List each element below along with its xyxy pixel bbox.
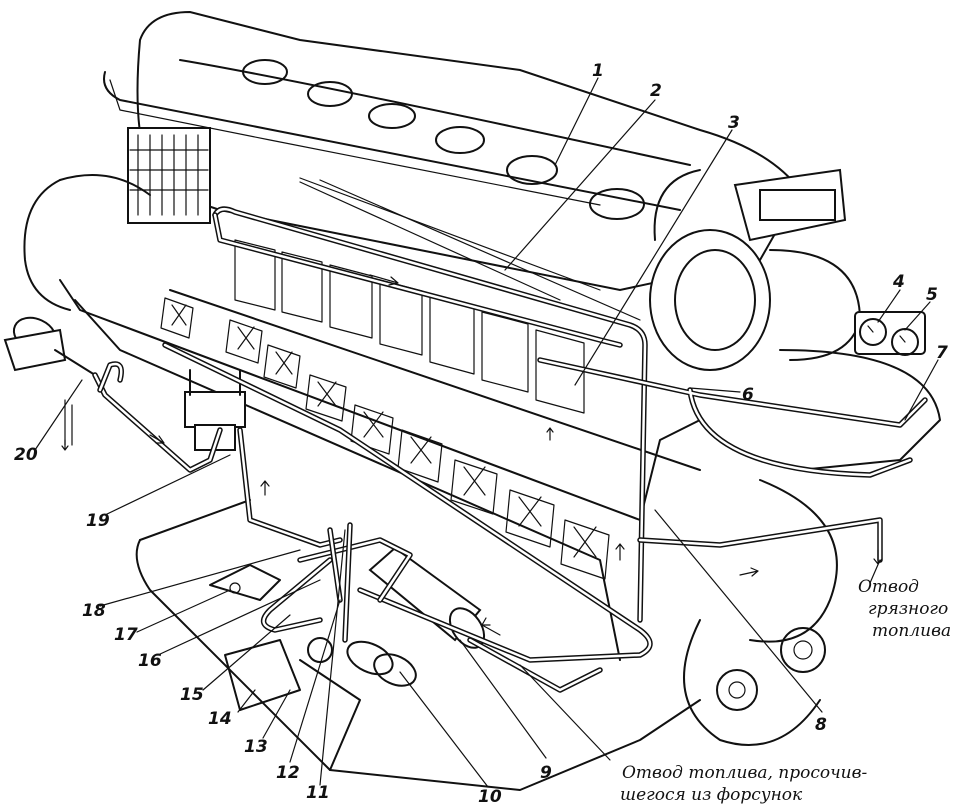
callout-8: 8 (815, 715, 827, 735)
gear-upper (780, 627, 826, 673)
caption-injector-leak-line-1: Отвод топлива, просочив- (622, 763, 868, 783)
block-windows (160, 297, 610, 580)
callout-9: 9 (540, 763, 552, 783)
flow-arrows (61, 274, 883, 636)
callout-14: 14 (208, 709, 232, 729)
caption-dirty-fuel: Отвод грязного топлива (858, 577, 951, 641)
callout-3: 3 (728, 113, 740, 133)
fuel-piping (64, 177, 928, 693)
leader-lines (34, 77, 939, 788)
caption-dirty-fuel-line-1: Отвод (858, 577, 919, 597)
callout-17: 17 (114, 625, 138, 645)
intake-grille (127, 127, 211, 224)
callout-10: 10 (478, 787, 502, 805)
pressure-gauges (854, 311, 926, 356)
caption-injector-leak-line-2: шегося из форсунок (620, 785, 803, 805)
caption-dirty-fuel-line-3: топлива (872, 621, 951, 641)
fine-filter (184, 369, 246, 451)
cover-plates (242, 59, 645, 220)
callout-20: 20 (14, 445, 38, 465)
booster-pump (3, 316, 96, 376)
callout-2: 2 (650, 81, 662, 101)
caption-injector-leak: Отвод топлива, просочив- шегося из форсу… (620, 763, 868, 805)
callout-15: 15 (180, 685, 204, 705)
caption-dirty-fuel-line-2: грязного (868, 599, 948, 619)
turbocharger (649, 168, 861, 371)
callout-12: 12 (276, 763, 300, 783)
callout-6: 6 (742, 385, 754, 405)
callout-13: 13 (244, 737, 268, 757)
callout-16: 16 (138, 651, 162, 671)
callout-1: 1 (592, 61, 604, 81)
callout-7: 7 (936, 343, 948, 363)
callout-11: 11 (306, 783, 330, 803)
injector-bays (234, 239, 585, 414)
callout-5: 5 (926, 285, 938, 305)
callout-19: 19 (86, 511, 110, 531)
callout-4: 4 (892, 272, 905, 292)
engine-body (3, 10, 941, 791)
gear-lower (716, 669, 758, 711)
callout-labels: 1 2 3 4 5 6 7 8 9 10 11 12 13 14 15 16 1… (14, 61, 948, 805)
callout-18: 18 (82, 601, 106, 621)
